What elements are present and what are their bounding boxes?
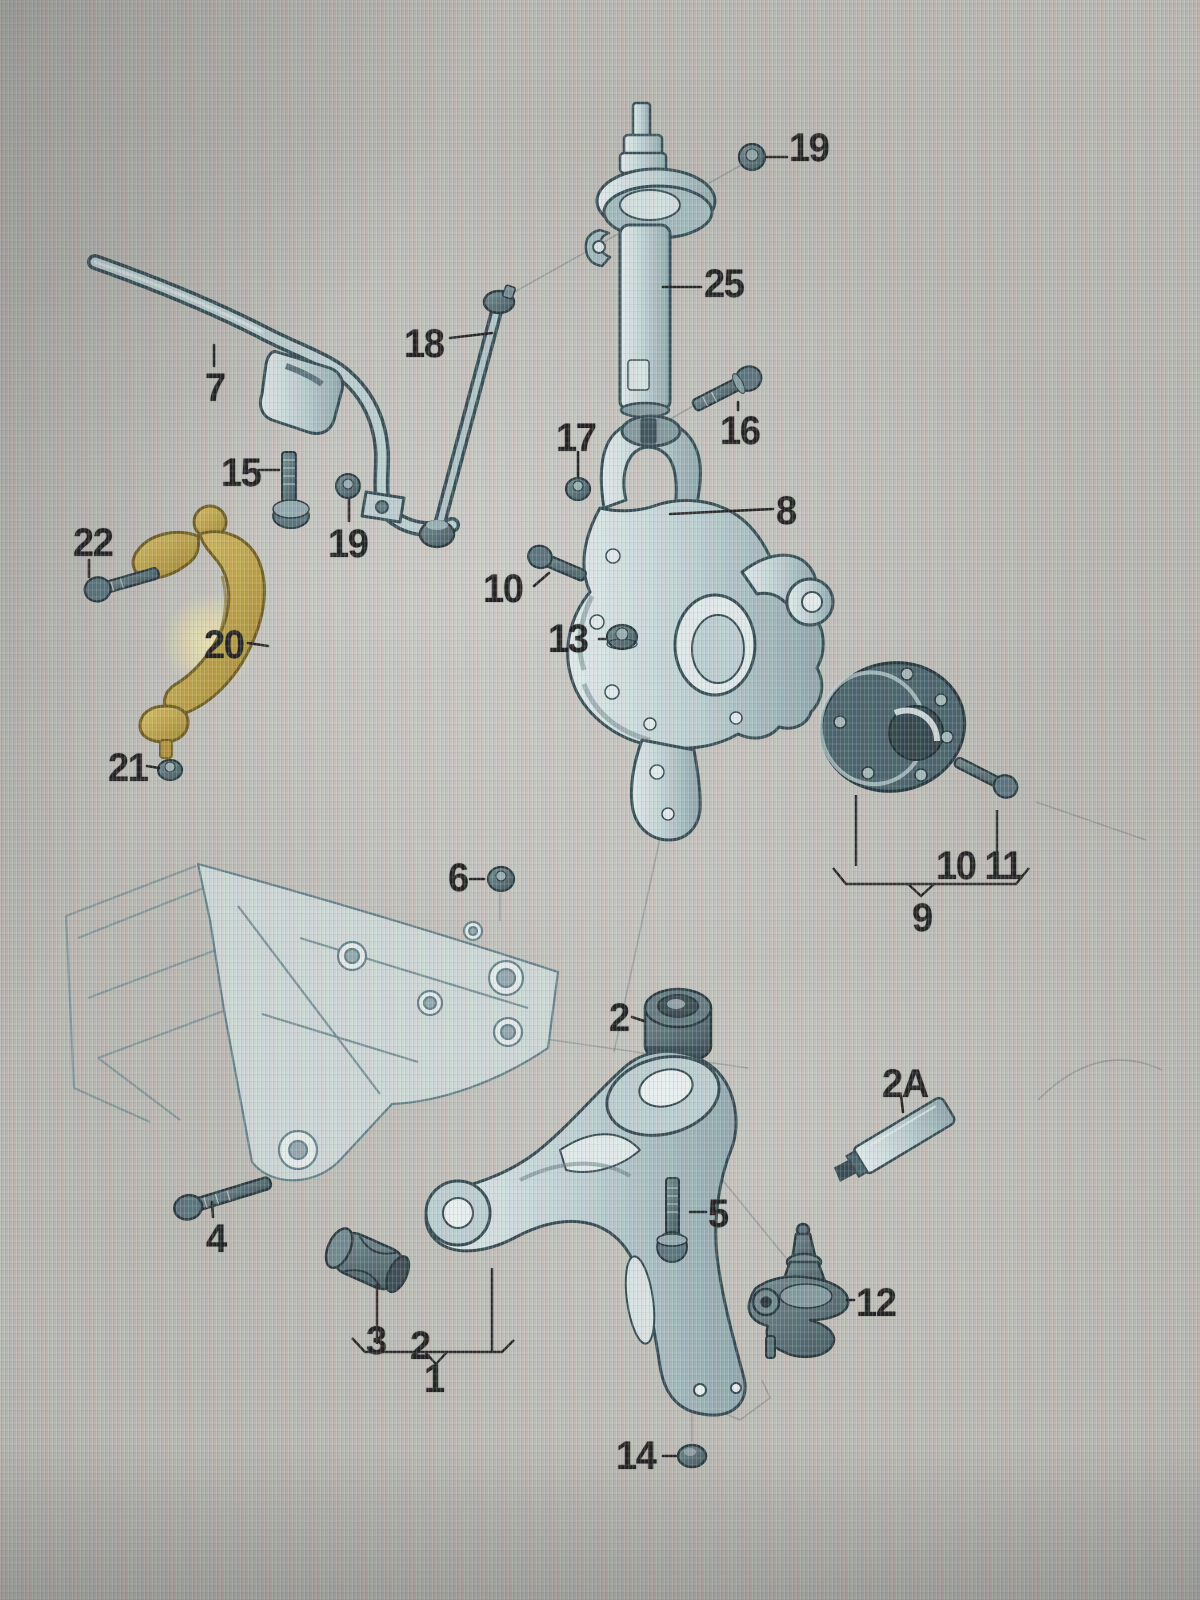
strut-top-nut-19 bbox=[737, 142, 767, 172]
callout-14-nut: 14 bbox=[616, 1434, 657, 1478]
stabilizer-link bbox=[418, 284, 516, 549]
callout-13-nut: 13 bbox=[548, 617, 589, 661]
callout-2a-grease: 2A bbox=[882, 1062, 929, 1106]
callout-5-bolt: 5 bbox=[708, 1192, 729, 1236]
callout-19-strut-top-nut: 19 bbox=[789, 126, 830, 170]
clamp-bolt-15 bbox=[272, 451, 310, 529]
callout-9-hub: 9 bbox=[912, 896, 933, 940]
assembly-guide-lines bbox=[499, 162, 1163, 1442]
callout-6-nut: 6 bbox=[448, 856, 469, 900]
bolt-10 bbox=[527, 544, 587, 582]
bolt-5 bbox=[656, 1177, 688, 1263]
callout-1-control-arm: 1 bbox=[424, 1357, 445, 1401]
arm-group-bracket bbox=[351, 1268, 515, 1366]
nut-6 bbox=[486, 865, 516, 893]
bolt-22 bbox=[83, 567, 160, 603]
callout-18-link: 18 bbox=[404, 322, 445, 366]
bolt-4 bbox=[173, 1176, 273, 1221]
callout-2-bushing: 2 bbox=[609, 996, 630, 1040]
nut-17 bbox=[564, 476, 592, 502]
callout-21-nut: 21 bbox=[108, 746, 149, 790]
leader-lines bbox=[87, 155, 905, 1458]
wheel-hub bbox=[818, 661, 967, 793]
callout-7-stabilizer-bar: 7 bbox=[205, 366, 226, 410]
callout-3-bushing: 3 bbox=[366, 1319, 387, 1363]
callout-19-clamp-nut: 19 bbox=[328, 522, 369, 566]
callout-16-bolt: 16 bbox=[720, 409, 761, 453]
callout-17-nut: 17 bbox=[556, 416, 597, 460]
hub-group-bracket bbox=[832, 795, 1030, 898]
bolt-16 bbox=[691, 365, 763, 412]
callout-2-bracket: 2 bbox=[410, 1324, 431, 1368]
steering-knuckle bbox=[566, 414, 835, 842]
grease-tube-2a bbox=[833, 1096, 956, 1182]
callout-12-ball-joint: 12 bbox=[856, 1281, 897, 1325]
hub-bolt-11 bbox=[953, 756, 1019, 799]
callout-15-bolt: 15 bbox=[221, 451, 262, 495]
subframe bbox=[64, 862, 560, 1182]
nut-13 bbox=[605, 623, 639, 651]
bushing-3 bbox=[324, 1227, 411, 1294]
stabilizer-clamp bbox=[258, 350, 406, 524]
clamp-nut-19 bbox=[335, 473, 361, 499]
callout-4-bolt: 4 bbox=[206, 1217, 227, 1261]
bracket-20-highlighted bbox=[131, 504, 266, 759]
ball-joint-12 bbox=[747, 1222, 850, 1359]
strut-damper bbox=[584, 101, 717, 419]
nut-21 bbox=[156, 758, 184, 782]
control-arm bbox=[424, 1049, 747, 1417]
nut-14 bbox=[676, 1443, 708, 1469]
callout-8-knuckle: 8 bbox=[776, 489, 797, 533]
callout-20-bracket: 20 bbox=[204, 623, 245, 667]
bushing-2 bbox=[643, 987, 713, 1065]
callout-25-strut: 25 bbox=[704, 262, 745, 306]
callout-10-11-hub-hardware: 10 11 bbox=[936, 844, 1023, 888]
callout-10-bolt: 10 bbox=[483, 567, 524, 611]
callout-22-bolt: 22 bbox=[73, 521, 114, 565]
